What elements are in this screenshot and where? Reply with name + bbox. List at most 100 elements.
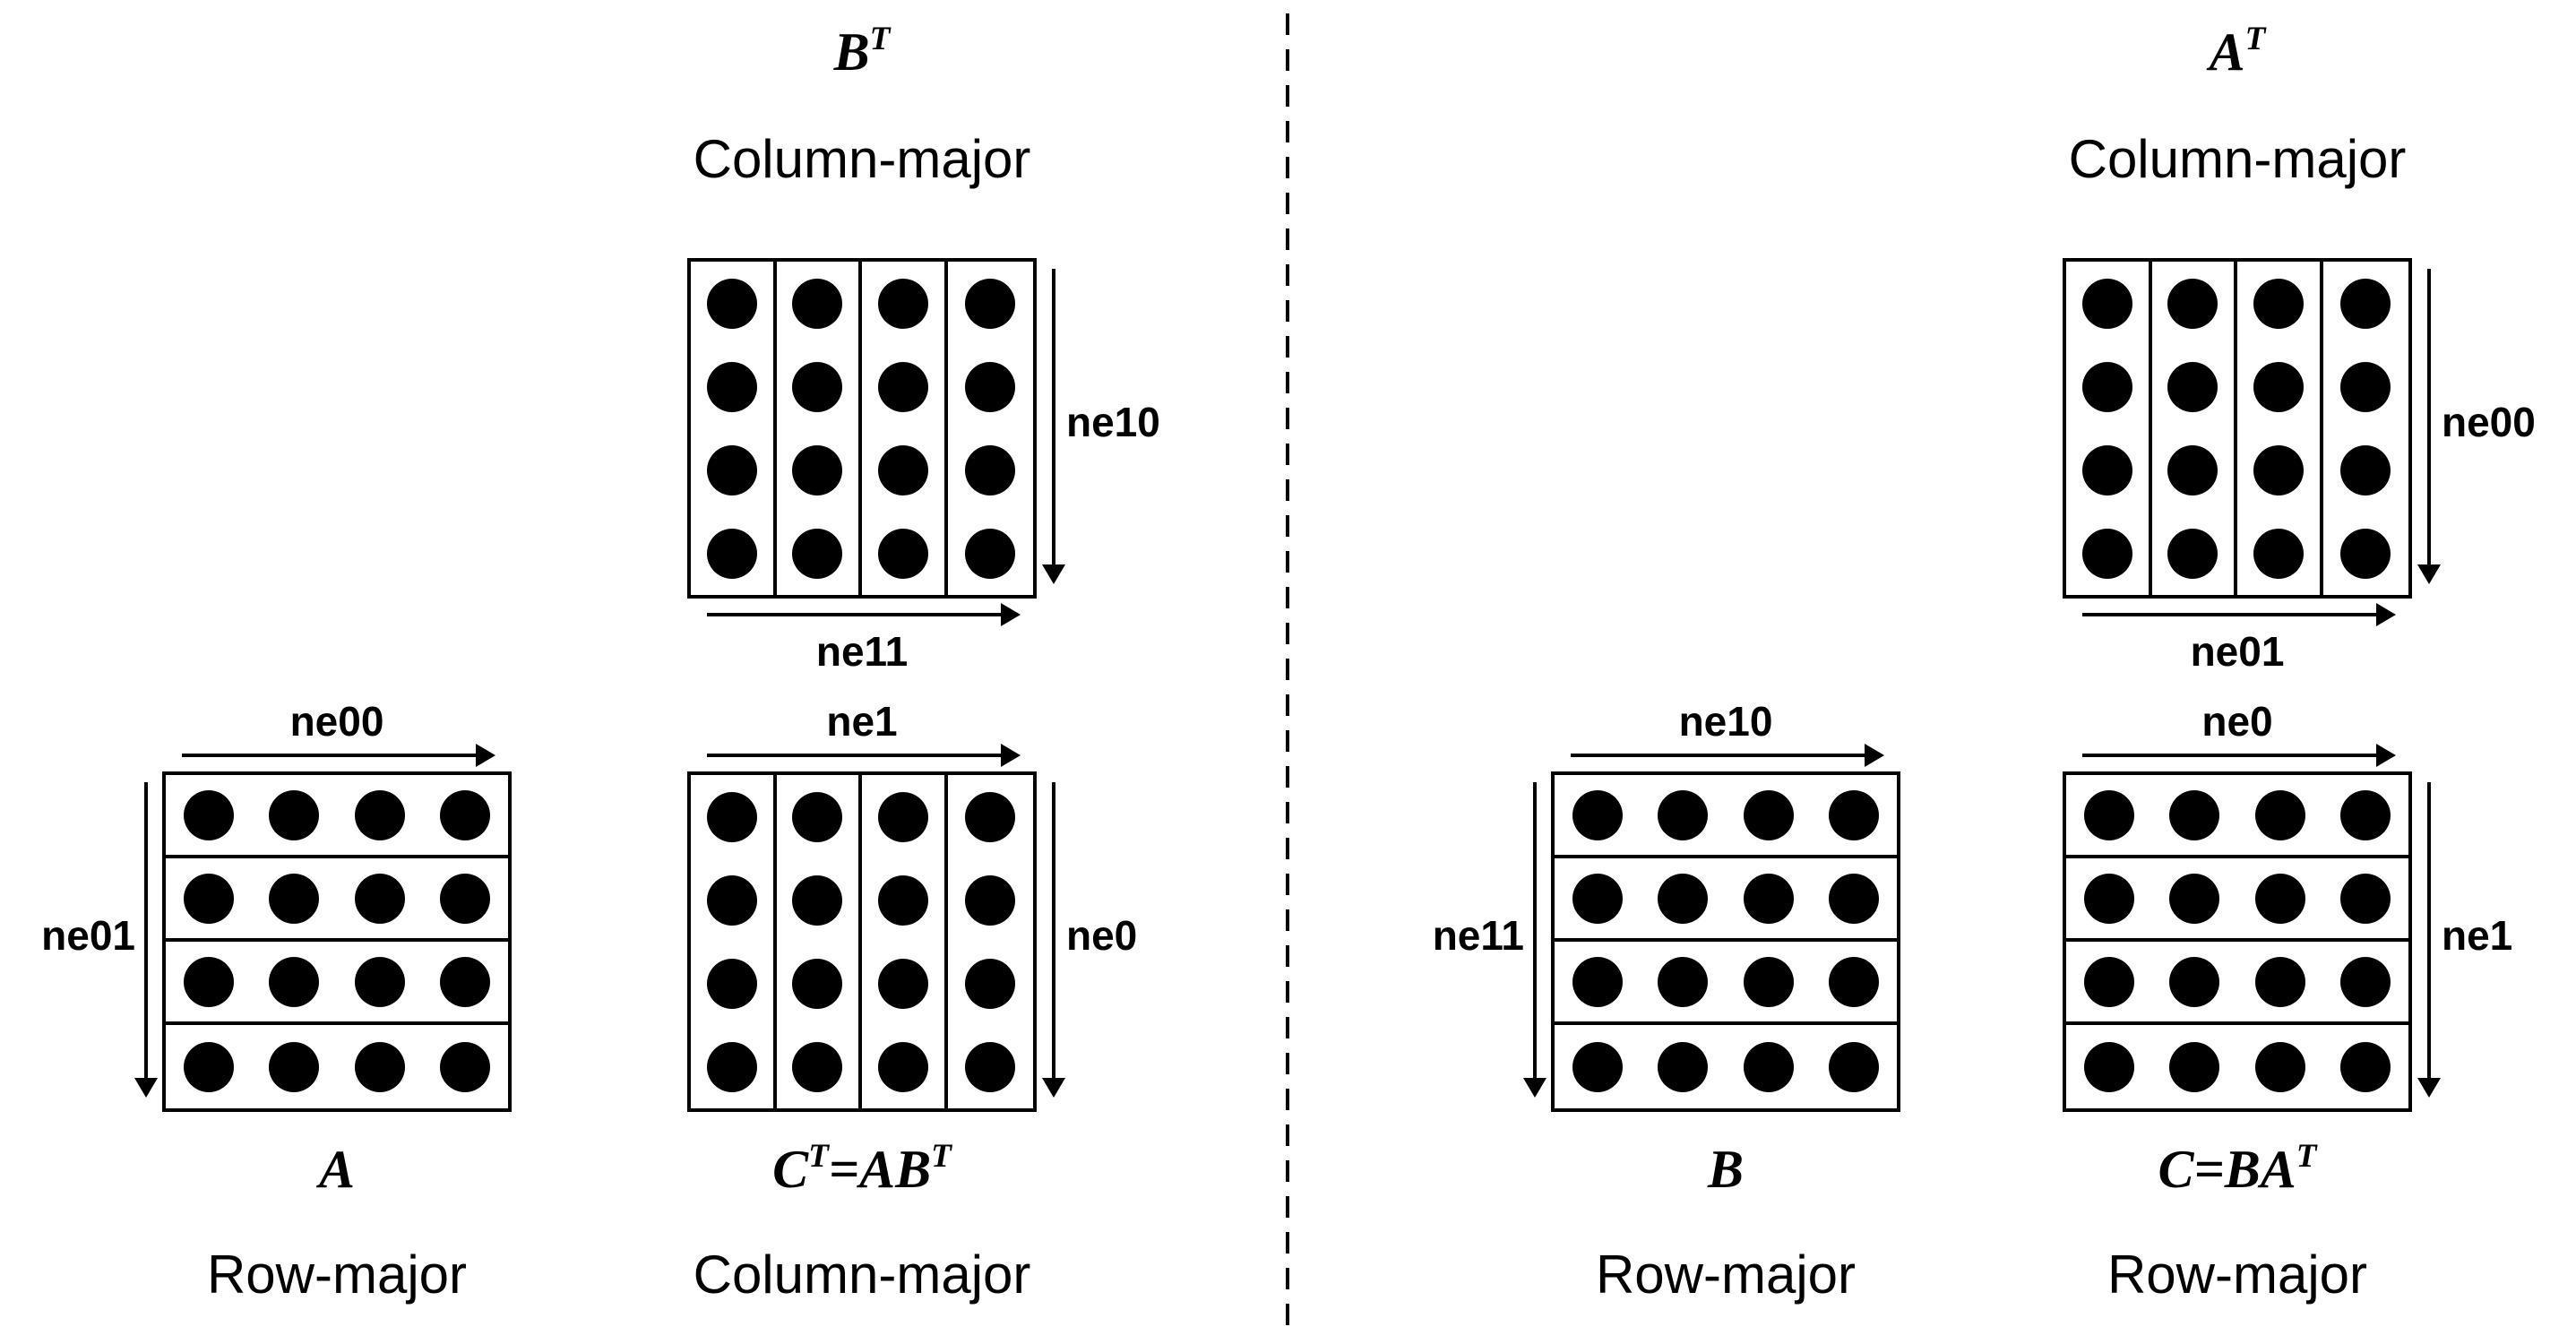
- element-dot: [2081, 444, 2132, 495]
- element-dot: [965, 958, 1016, 1009]
- matrix-cell: [691, 942, 777, 1025]
- matrix-cell: [337, 775, 423, 858]
- matrix-cell: [2237, 775, 2323, 858]
- dim-arrow-right: [2082, 603, 2396, 626]
- matrix-cell: [777, 512, 862, 595]
- element-dot: [2169, 956, 2220, 1007]
- element-dot: [2167, 361, 2218, 412]
- matrix-title: CT=ABT: [772, 1138, 952, 1199]
- matrix-cell: [2151, 942, 2237, 1025]
- matrix-cell: [423, 1025, 509, 1108]
- matrix-cell: [2237, 942, 2323, 1025]
- matrix-cell: [862, 428, 948, 512]
- element-dot: [877, 361, 928, 412]
- matrix-cell: [1641, 1025, 1727, 1108]
- dim-label-ne00: ne00: [289, 698, 384, 745]
- matrix-cell: [166, 942, 252, 1025]
- element-dot: [706, 874, 757, 926]
- matrix-cell: [251, 942, 337, 1025]
- dim-arrow-down: [1523, 782, 1546, 1098]
- element-dot: [2253, 444, 2304, 495]
- dim-arrow-down: [2417, 782, 2441, 1098]
- matrix-cell: [2066, 858, 2152, 942]
- matrix-cell: [1811, 775, 1897, 858]
- element-dot: [1658, 956, 1709, 1007]
- matrix-cell: [777, 775, 862, 858]
- element-dot: [2340, 1041, 2391, 1092]
- matrix-cell: [2066, 345, 2152, 428]
- dim-label-ne10: ne10: [1066, 399, 1160, 445]
- matrix-title: AT: [2209, 21, 2266, 82]
- matrix-cell: [1555, 942, 1641, 1025]
- element-dot: [440, 956, 491, 1007]
- element-dot: [792, 361, 843, 412]
- element-dot: [354, 1041, 405, 1092]
- matrix-cell: [2152, 512, 2237, 595]
- matrix-cell: [2237, 428, 2323, 512]
- memory-layout-label: Column-major: [2068, 129, 2407, 189]
- matrix-cell: [2066, 428, 2152, 512]
- matrix-title: C=BAT: [2158, 1138, 2317, 1199]
- element-dot: [877, 444, 928, 495]
- matrix-cell: [1555, 858, 1641, 942]
- matrix-cell: [2066, 512, 2152, 595]
- matrix-cell: [166, 1025, 252, 1108]
- memory-layout-label: Column-major: [693, 1245, 1031, 1305]
- element-dot: [1743, 873, 1794, 924]
- matrix-cell: [2322, 775, 2408, 858]
- matrix-cell: [422, 942, 508, 1025]
- matrix-cell: [948, 858, 1034, 942]
- element-dot: [2167, 278, 2218, 329]
- matrix-cell: [2237, 345, 2323, 428]
- matrix-cell: [948, 775, 1034, 858]
- element-dot: [2340, 873, 2391, 924]
- element-dot: [2253, 528, 2304, 579]
- element-dot: [1829, 1041, 1880, 1092]
- matrix-cell: [948, 512, 1034, 595]
- element-dot: [2083, 789, 2134, 840]
- element-dot: [269, 873, 320, 924]
- matrix-cell: [2323, 428, 2409, 512]
- element-dot: [2169, 789, 2220, 840]
- matrix-cell: [1555, 775, 1641, 858]
- element-dot: [2167, 444, 2218, 495]
- dim-label-ne1: ne1: [2442, 912, 2513, 959]
- element-dot: [1743, 789, 1794, 840]
- matrix-box: [162, 771, 512, 1112]
- dim-arrow-down: [134, 782, 158, 1098]
- matrix-cell: [691, 512, 777, 595]
- element-dot: [2081, 528, 2132, 579]
- element-dot: [706, 958, 757, 1009]
- element-dot: [792, 958, 843, 1009]
- matrix-cell: [2151, 858, 2237, 942]
- element-dot: [183, 789, 234, 840]
- element-dot: [1572, 873, 1623, 924]
- element-dot: [1572, 956, 1623, 1007]
- matrix-cell: [1812, 1025, 1898, 1108]
- element-dot: [706, 1041, 757, 1092]
- matrix-cell: [862, 345, 948, 428]
- matrix-title: BT: [833, 21, 891, 82]
- element-dot: [2081, 278, 2132, 329]
- matrix-cell: [2322, 858, 2408, 942]
- dim-label-ne10: ne10: [1678, 698, 1773, 745]
- matrix-cell: [2152, 428, 2237, 512]
- matrix-cell: [1811, 858, 1897, 942]
- matrix-cell: [691, 428, 777, 512]
- dim-arrow-down: [1042, 269, 1065, 584]
- element-dot: [1743, 956, 1794, 1007]
- matrix-cell: [166, 775, 252, 858]
- matrix-cell: [1726, 858, 1812, 942]
- element-dot: [2340, 361, 2391, 412]
- matrix-cell: [691, 1025, 777, 1108]
- matrix-cell: [862, 512, 948, 595]
- memory-layout-label: Column-major: [693, 129, 1031, 189]
- matrix-cell: [691, 775, 777, 858]
- matrix-cell: [1640, 942, 1726, 1025]
- element-dot: [706, 528, 757, 579]
- dim-label-ne0: ne0: [1066, 912, 1138, 959]
- element-dot: [1829, 873, 1880, 924]
- element-dot: [792, 278, 843, 329]
- element-dot: [965, 444, 1016, 495]
- element-dot: [965, 1041, 1016, 1092]
